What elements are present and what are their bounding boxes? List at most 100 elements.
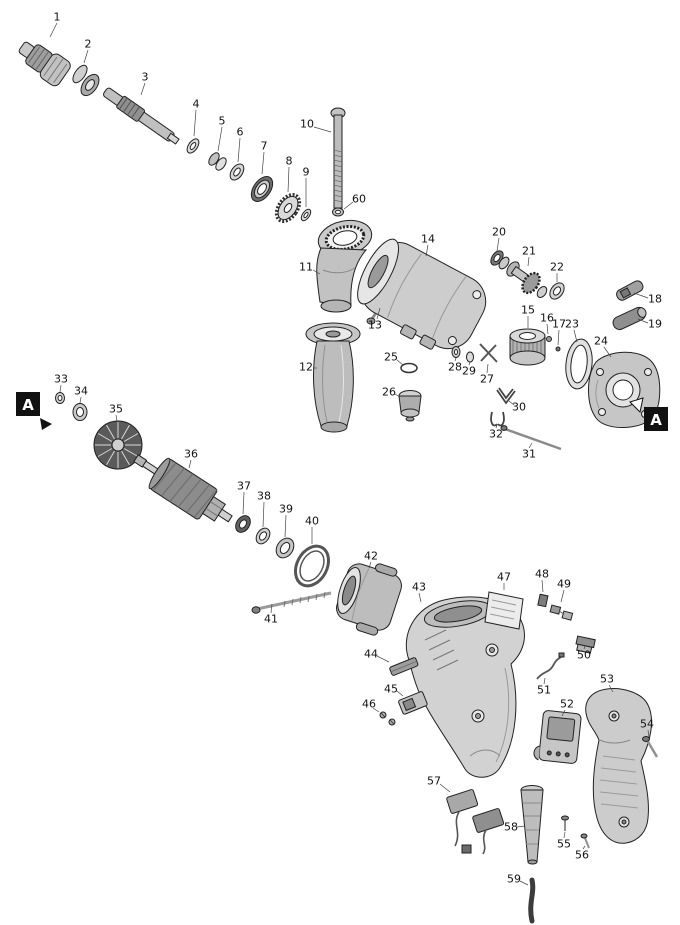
part-56-leader-line [582,845,586,850]
part-9-label: 9 [303,166,310,179]
part-25-leader-line [396,359,404,366]
part-17-label: 17 [552,318,566,331]
part-9-drawing [300,208,312,222]
part-6-drawing [229,163,245,181]
part-2-leader-line [83,49,89,64]
part-36-label: 36 [184,448,198,461]
part-53-label: 53 [600,673,614,686]
part-45-label: 45 [384,683,398,696]
part-40-label: 40 [305,515,319,528]
part-24-leader-line [603,346,612,358]
part-59-leader-line [519,880,529,886]
part-24-label: 24 [594,335,608,348]
part-31-drawing [500,425,562,451]
part-1-drawing [18,41,71,87]
part-5-leader-line [217,126,223,152]
part-12-drawing [305,322,361,433]
part-31-label: 31 [522,448,536,461]
part-38-leader-line [262,501,265,528]
part-16-label: 16 [540,312,554,325]
part-34-drawing [72,403,88,421]
section-arrow-right-icon [629,397,644,414]
part-20-label: 20 [492,226,506,239]
part-52-label: 52 [560,698,574,711]
part-44-leader-line [376,655,390,663]
part-22-drawing [549,282,565,300]
part-32-leader-line [495,424,498,429]
part-11-drawing [316,219,373,313]
part-12-label: 12 [299,361,313,374]
part-11-leader-line [312,269,321,275]
part-43-label: 43 [412,581,426,594]
part-46-drawing [379,711,396,726]
part-33-label: 33 [54,373,68,386]
part-48-label: 48 [535,568,549,581]
part-19-label: 19 [648,318,662,331]
part-8-drawing [274,193,302,223]
part-16-drawing [546,336,552,342]
part-36-drawing [133,454,233,523]
part-labels-layer: 1234567891011121314151617181920212223242… [49,11,662,886]
part-33-leader-line [59,384,62,393]
part-52-leader-line [561,709,566,717]
part-49-drawing [549,604,574,621]
part-23-label: 23 [565,318,579,331]
part-7-label: 7 [261,140,268,153]
part-37-leader-line [242,491,245,515]
part-54-leader-line [647,729,650,738]
part-1-leader-line [49,22,58,38]
part-38-label: 38 [257,490,271,503]
section-marker-a-right-label: A [650,411,662,429]
part-60-label: 60 [352,193,366,206]
part-28-leader-line [454,357,457,362]
part-5-label: 5 [219,115,226,128]
part-27-drawing [479,343,498,363]
part-41-leader-line [270,603,273,614]
section-marker-a-left: A [16,392,52,430]
part-47-label: 47 [497,571,511,584]
part-25-drawing [400,362,418,374]
part-21-leader-line [527,256,530,267]
part-10-leader-line [313,126,332,133]
part-55-drawing [561,815,569,831]
part-7-drawing [250,176,274,202]
part-10-drawing [330,107,346,209]
part-48-leader-line [541,579,544,593]
part-29-leader-line [468,361,471,366]
part-39-label: 39 [279,503,293,516]
part-44-drawing [389,657,419,676]
part-49-label: 49 [557,578,571,591]
part-51-leader-line [543,677,546,685]
part-41-label: 41 [264,613,278,626]
part-57-label: 57 [427,775,441,788]
part-59-label: 59 [507,873,521,886]
part-50-label: 50 [577,649,591,662]
part-15-label: 15 [521,304,535,317]
part-57-leader-line [439,783,451,793]
part-15-drawing [509,328,546,366]
part-2-label: 2 [85,38,92,51]
part-58-drawing [520,785,544,865]
part-4-leader-line [193,109,197,137]
part-38-drawing [255,527,271,545]
part-32-drawing [490,411,505,427]
part-40-drawing [293,544,331,588]
part-19-leader-line [637,318,649,324]
part-25-label: 25 [384,351,398,364]
part-11-label: 11 [299,261,313,274]
part-35-label: 35 [109,403,123,416]
part-26-leader-line [394,393,401,398]
part-27-label: 27 [480,373,494,386]
part-13-leader-line [376,307,381,320]
part-37-label: 37 [237,480,251,493]
part-31-leader-line [528,442,533,449]
part-37-drawing [235,515,251,533]
part-17-leader-line [557,329,560,346]
part-41-drawing [251,591,332,614]
part-35-drawing [93,420,143,470]
part-53-drawing [585,688,652,844]
part-23-leader-line [573,329,578,343]
part-6-leader-line [237,137,241,163]
part-28-drawing [451,346,461,358]
